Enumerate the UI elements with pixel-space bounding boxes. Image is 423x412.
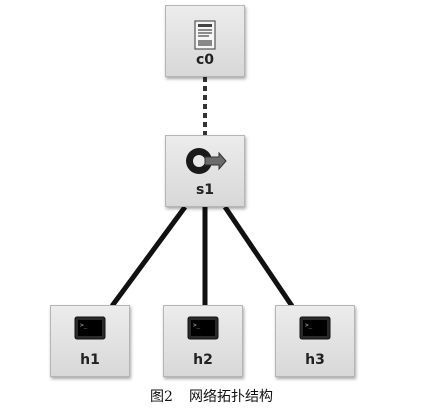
terminal-icon: >_ [299, 316, 331, 340]
node-h1[interactable]: >_ h1 [50, 305, 130, 377]
node-label-h1: h1 [80, 352, 100, 368]
figure-number: 图2 [150, 389, 173, 405]
node-label-h3: h3 [305, 352, 325, 368]
node-h3[interactable]: >_ h3 [275, 305, 355, 377]
figure-caption: 图2 网络拓扑结构 [0, 386, 423, 406]
terminal-icon: >_ [74, 316, 106, 340]
svg-text:>_: >_ [193, 322, 201, 329]
node-s1[interactable]: s1 [165, 135, 245, 207]
server-icon [194, 20, 216, 50]
node-label-c0: c0 [195, 52, 215, 68]
svg-text:>_: >_ [80, 322, 88, 329]
figure-title: 网络拓扑结构 [188, 389, 273, 405]
link-s1-h3 [222, 205, 295, 308]
node-label-h2: h2 [193, 352, 213, 368]
terminal-icon: >_ [187, 316, 219, 340]
node-c0[interactable]: c0 [165, 5, 245, 77]
node-h2[interactable]: >_ h2 [163, 305, 243, 377]
svg-text:>_: >_ [305, 322, 313, 329]
node-label-s1: s1 [195, 182, 215, 198]
switch-icon [186, 148, 227, 174]
link-s1-h1 [109, 205, 188, 308]
